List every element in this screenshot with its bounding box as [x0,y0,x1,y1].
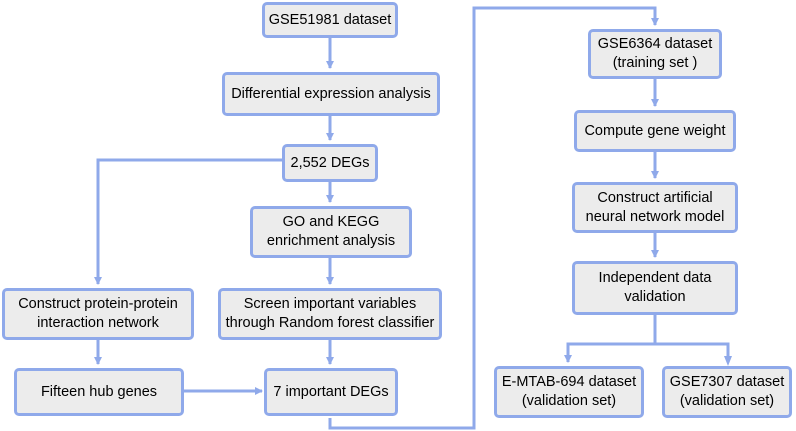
node-label-line-1: E-MTAB-694 dataset [501,374,637,390]
node-label-line-2: (validation set) [521,393,617,409]
node-label-line-2: (validation set) [679,393,775,409]
node-label: Compute gene weight [584,122,726,139]
node-label-line-1: Independent data [598,270,712,286]
node-label: GSE51981 dataset [268,11,392,28]
node-gse6364-training: GSE6364 dataset (training set ) [588,29,722,79]
arrow-degs-to-ppi [94,158,282,285]
node-emtab694-validation: E-MTAB-694 dataset (validation set) [494,366,644,418]
node-7-important-degs: 7 important DEGs [264,368,398,416]
node-label: 7 important DEGs [273,383,389,400]
node-random-forest-screening: Screen important variables through Rando… [218,288,442,340]
arrow-validation-to-gse7307 [655,342,730,362]
node-label-line-2: (training set ) [612,55,698,71]
node-protein-interaction-network: Construct protein-protein interaction ne… [2,288,194,340]
node-label: Differential expression analysis [231,85,431,102]
node-differential-expression: Differential expression analysis [222,72,440,116]
node-label-line-2: enrichment analysis [266,233,396,249]
node-label-line-2: interaction network [37,315,159,331]
node-gse51981-dataset: GSE51981 dataset [262,2,398,38]
node-label-line-1: Screen important variables [243,296,417,312]
node-label-line-1: GSE6364 dataset [597,36,713,52]
arrow-important-to-gse6364 [328,6,659,430]
node-independent-validation: Independent data validation [572,261,738,315]
node-compute-gene-weight: Compute gene weight [574,110,736,152]
node-label-line-1: GSE7307 dataset [669,374,785,390]
node-label-line-1: Construct artificial [597,189,713,206]
node-label-line-2: neural network model [585,208,725,225]
node-label-line-2: validation [624,289,686,305]
node-gse7307-validation: GSE7307 dataset (validation set) [662,366,792,418]
node-label: 2,552 DEGs [290,154,370,171]
arrow-validation-to-emtab [564,315,657,363]
node-construct-ann-model: Construct artificial neural network mode… [572,182,738,233]
node-fifteen-hub-genes: Fifteen hub genes [14,368,184,416]
node-label: Fifteen hub genes [40,383,158,400]
node-go-kegg-enrichment: GO and KEGG enrichment analysis [250,206,412,258]
node-label-line-1: Construct protein-protein [18,296,178,312]
node-label-line-2: through Random forest classifier [225,315,435,331]
node-2552-degs: 2,552 DEGs [282,144,378,182]
node-label-line-1: GO and KEGG [282,214,380,230]
